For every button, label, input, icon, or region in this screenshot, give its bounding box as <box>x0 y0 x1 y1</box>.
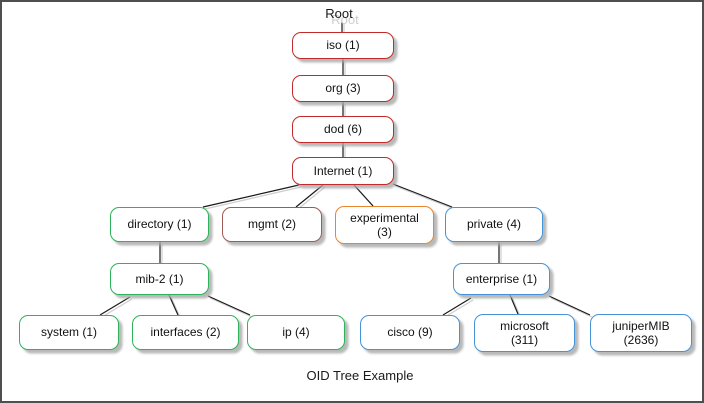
node-experimental: experimental(3) <box>335 206 434 244</box>
node-internet: Internet (1) <box>292 157 394 185</box>
node-label: ip (4) <box>282 325 310 340</box>
tree-edge <box>202 184 300 208</box>
node-label: private (4) <box>466 217 522 232</box>
diagram-caption: OID Tree Example <box>306 368 414 383</box>
node-label: iso (1) <box>326 38 360 53</box>
tree-edge <box>353 184 374 207</box>
node-microsoft: microsoft(311) <box>474 314 575 352</box>
node-label: directory (1) <box>127 217 192 232</box>
node-org: org (3) <box>292 75 394 102</box>
node-label: mib-2 (1) <box>135 271 184 286</box>
node-mgmt: mgmt (2) <box>222 207 322 242</box>
node-enterprise: enterprise (1) <box>453 263 550 295</box>
tree-edge <box>548 295 591 316</box>
node-label: interfaces (2) <box>150 325 221 340</box>
node-label: experimental <box>350 210 419 225</box>
node-label: (311) <box>510 333 539 347</box>
node-label: Internet (1) <box>313 163 373 178</box>
node-cisco: cisco (9) <box>360 315 460 350</box>
node-label: dod (6) <box>323 122 363 137</box>
node-label: system (1) <box>40 325 97 340</box>
tree-edge <box>99 296 131 316</box>
tree-edge <box>295 184 324 208</box>
node-label: (2636) <box>623 333 659 347</box>
node-label: mgmt (2) <box>248 217 296 232</box>
node-mib-2: mib-2 (1) <box>110 263 209 295</box>
node-ip: ip (4) <box>247 315 345 350</box>
node-interfaces: interfaces (2) <box>132 315 239 350</box>
node-label: juniperMIB <box>612 318 670 333</box>
tree-edge <box>168 294 179 316</box>
node-directory: directory (1) <box>110 207 209 242</box>
tree-edge <box>392 183 453 208</box>
node-private: private (4) <box>445 207 543 242</box>
node-dod: dod (6) <box>292 116 394 143</box>
tree-edge <box>207 295 251 316</box>
node-label: org (3) <box>325 81 361 96</box>
node-label: microsoft <box>500 318 549 333</box>
node-label: enterprise (1) <box>465 271 538 286</box>
node-junipermib: juniperMIB(2636) <box>590 314 692 352</box>
tree-edge <box>442 297 472 316</box>
tree-edge <box>509 294 519 315</box>
node-label: cisco (9) <box>387 325 433 340</box>
root-label: Root <box>325 6 353 21</box>
node-system: system (1) <box>19 315 119 350</box>
node-label: (3) <box>377 225 392 239</box>
node-iso: iso (1) <box>292 32 394 59</box>
